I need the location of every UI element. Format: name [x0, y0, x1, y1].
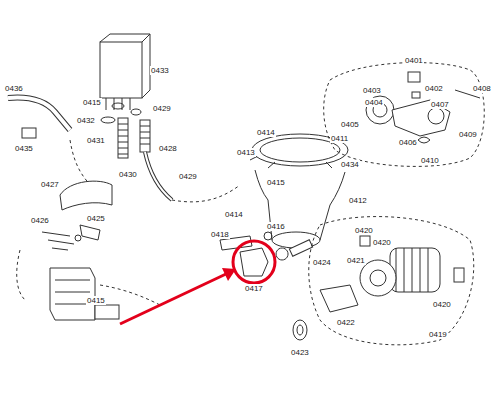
callout-number: 0428	[158, 144, 178, 153]
callout-number: 0405	[340, 120, 360, 129]
callout-number: 0422	[336, 318, 356, 327]
callout-number: 0430	[118, 170, 138, 179]
callout-number: 0432	[76, 116, 96, 125]
callout-number: 0403	[362, 86, 382, 95]
callout-number: 0420	[372, 238, 392, 247]
callout-number: 0416	[266, 222, 286, 231]
callout-number: 0411	[330, 134, 349, 143]
callout-number: 0415	[266, 178, 286, 187]
callout-number: 0415	[82, 98, 102, 107]
callout-number: 0414	[256, 128, 276, 137]
callout-number: 0409	[458, 130, 478, 139]
callout-number: 0429	[178, 172, 198, 181]
callout-number: 0425	[86, 214, 106, 223]
callout-number: 0419	[428, 330, 448, 339]
callout-number: 0402	[424, 84, 444, 93]
callout-number: 0427	[40, 180, 60, 189]
callout-number: 0404	[364, 98, 384, 107]
callout-number: 0413	[236, 148, 256, 157]
callout-number: 0421	[346, 256, 366, 265]
callout-number: 0407	[430, 100, 450, 109]
callout-number: 0436	[4, 84, 24, 93]
callout-number: 0434	[340, 160, 360, 169]
callout-number: 0414	[224, 210, 244, 219]
callout-number: 0433	[150, 66, 170, 75]
callout-number: 0435	[14, 144, 34, 153]
callout-number: 0417	[244, 284, 264, 293]
callout-number: 0420	[354, 226, 374, 235]
callout-number: 0423	[290, 348, 310, 357]
callout-number: 0401	[404, 56, 424, 65]
callout-number: 0420	[432, 300, 452, 309]
callout-number: 0418	[210, 230, 230, 239]
callout-number: 0426	[30, 216, 50, 225]
callout-number: 0408	[472, 84, 492, 93]
callout-number: 0406	[398, 138, 418, 147]
callout-number: 0429	[152, 104, 172, 113]
callout-number: 0410	[420, 156, 440, 165]
callout-number: 0431	[86, 136, 106, 145]
callout-number: 0412	[348, 196, 368, 205]
callout-number: 0415	[86, 296, 106, 305]
callout-number: 0424	[312, 258, 332, 267]
